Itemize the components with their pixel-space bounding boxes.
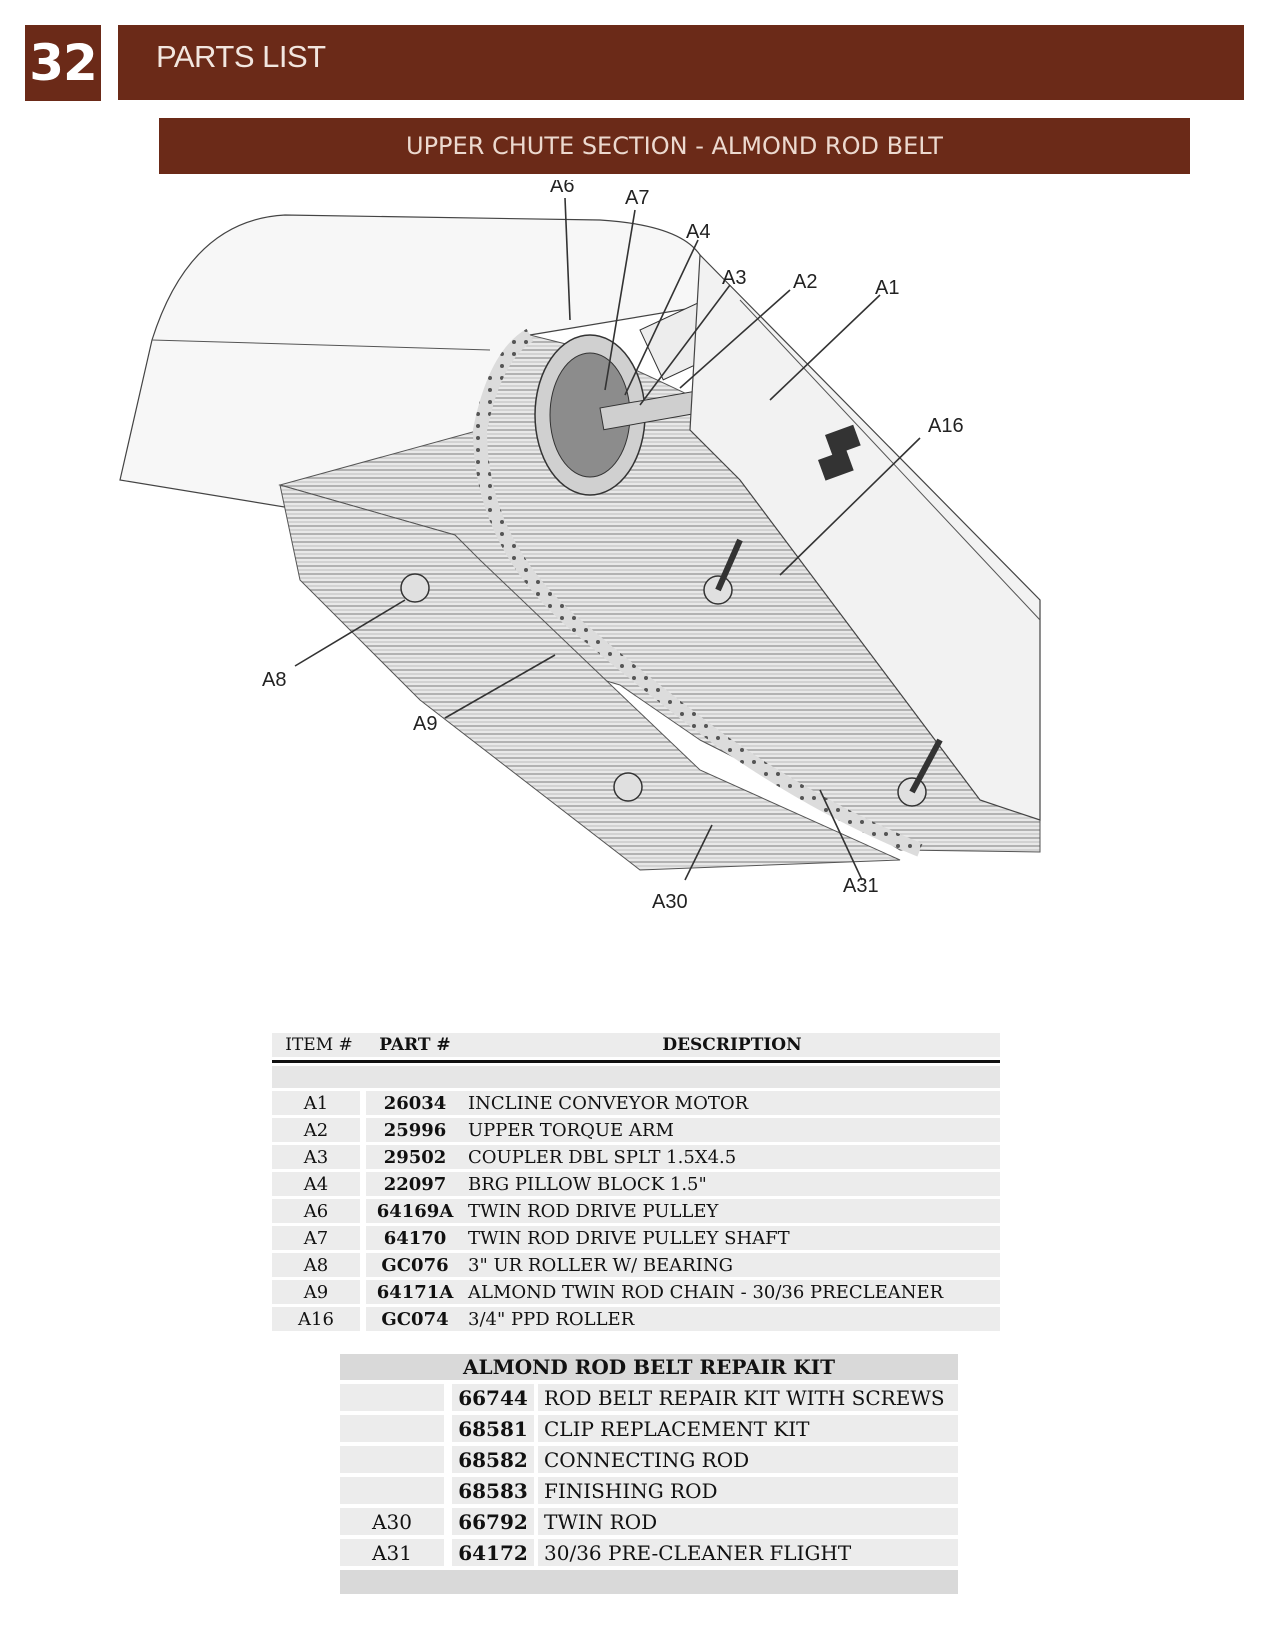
callout-label: A6 [550, 180, 574, 197]
cell-description: INCLINE CONVEYOR MOTOR [464, 1091, 1000, 1115]
cell-description: FINISHING ROD [538, 1477, 958, 1504]
cell-part: 64169A [366, 1199, 464, 1223]
cell-part: 68583 [452, 1477, 538, 1504]
cell-item: A1 [272, 1091, 366, 1115]
callout-label: A7 [625, 187, 649, 209]
cell-part: 68582 [452, 1446, 538, 1473]
cell-description: TWIN ROD DRIVE PULLEY [464, 1199, 1000, 1223]
cell-part: 25996 [366, 1118, 464, 1142]
callout-label: A9 [413, 713, 437, 735]
side-frame [689, 253, 1041, 821]
cell-description: CONNECTING ROD [538, 1446, 958, 1473]
cell-description: ALMOND TWIN ROD CHAIN - 30/36 PRECLEANER [464, 1280, 1000, 1304]
cell-item [340, 1446, 452, 1473]
callout-label: A4 [686, 221, 710, 243]
cell-item: A3 [272, 1145, 366, 1169]
page-title: PARTS LIST [156, 39, 326, 74]
callout-label: A1 [875, 277, 899, 299]
cell-item [340, 1415, 452, 1442]
cell-part: 22097 [366, 1172, 464, 1196]
roller [400, 573, 430, 603]
cell-item: A2 [272, 1118, 366, 1142]
cell-part: GC074 [366, 1307, 464, 1331]
callout-label: A2 [793, 271, 817, 293]
cell-description: 3" UR ROLLER W/ BEARING [464, 1253, 1000, 1277]
cell-item: A31 [340, 1539, 452, 1566]
header-bar: PARTS LIST [118, 25, 1244, 100]
cell-part: 64171A [366, 1280, 464, 1304]
cell-item: A30 [340, 1508, 452, 1535]
cell-part: 26034 [366, 1091, 464, 1115]
callout-label: A30 [652, 891, 688, 913]
cell-item: A16 [272, 1307, 366, 1331]
cell-part: 64172 [452, 1539, 538, 1566]
lower-belt [279, 484, 901, 871]
callout-label: A31 [843, 875, 879, 897]
cell-part: 29502 [366, 1145, 464, 1169]
cell-description: 3/4" PPD ROLLER [464, 1307, 1000, 1331]
cell-description: TWIN ROD [538, 1508, 958, 1535]
cell-description: COUPLER DBL SPLT 1.5X4.5 [464, 1145, 1000, 1169]
col-description: DESCRIPTION [464, 1033, 1000, 1057]
cell-part: GC076 [366, 1253, 464, 1277]
cell-description: BRG PILLOW BLOCK 1.5" [464, 1172, 1000, 1196]
col-part: PART # [366, 1033, 464, 1057]
section-title: UPPER CHUTE SECTION - ALMOND ROD BELT [159, 118, 1190, 174]
cell-description: 30/36 PRE-CLEANER FLIGHT [538, 1539, 958, 1566]
cell-part: 68581 [452, 1415, 538, 1442]
cell-description: CLIP REPLACEMENT KIT [538, 1415, 958, 1442]
cell-item: A9 [272, 1280, 366, 1304]
cell-description: UPPER TORQUE ARM [464, 1118, 1000, 1142]
cell-item: A7 [272, 1226, 366, 1250]
cell-item: A4 [272, 1172, 366, 1196]
roller [613, 772, 643, 802]
col-item: ITEM # [272, 1033, 366, 1057]
cell-description: TWIN ROD DRIVE PULLEY SHAFT [464, 1226, 1000, 1250]
cell-part: 66744 [452, 1384, 538, 1411]
cell-description: ROD BELT REPAIR KIT WITH SCREWS [538, 1384, 958, 1411]
kit-title: ALMOND ROD BELT REPAIR KIT [340, 1354, 958, 1380]
page-number: 32 [25, 25, 101, 101]
cell-part: 64170 [366, 1226, 464, 1250]
cell-item: A6 [272, 1199, 366, 1223]
cell-item [340, 1384, 452, 1411]
callout-label: A8 [262, 669, 286, 691]
cell-item: A8 [272, 1253, 366, 1277]
belt-chain [472, 328, 923, 857]
cell-part: 66792 [452, 1508, 538, 1535]
callout-label: A3 [722, 267, 746, 289]
conveyor-diagram: A6 A7 A4 A3 A2 A1 A16 A8 A9 A30 A31 [119, 180, 1041, 913]
callout-label: A16 [928, 415, 964, 437]
cell-item [340, 1477, 452, 1504]
